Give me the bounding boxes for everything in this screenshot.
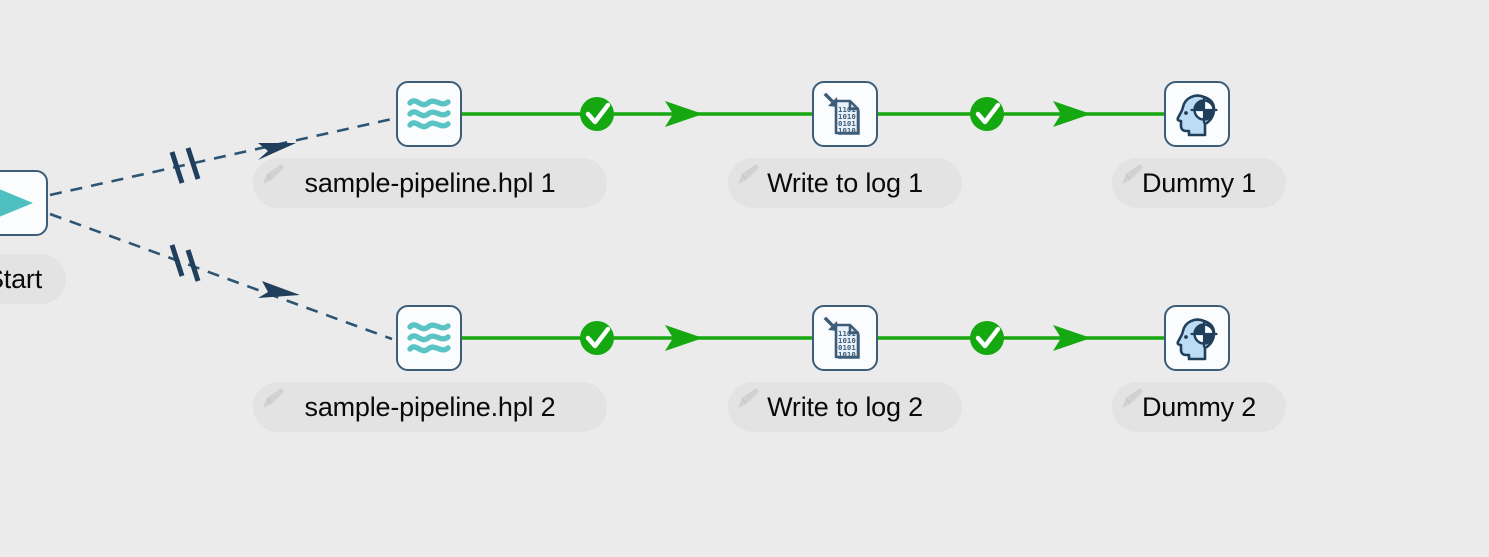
pipeline-waves-icon: [407, 322, 451, 354]
node-dummy-2[interactable]: [1164, 305, 1230, 371]
hop-arrowhead-icon: [1053, 325, 1091, 351]
hop-pipeline-2-to-write-log-2[interactable]: [462, 321, 812, 355]
label-write-to-log-2-text: Write to log 2: [767, 391, 923, 422]
svg-text:0101: 0101: [838, 343, 856, 352]
label-dummy-1-text: Dummy 1: [1141, 167, 1257, 198]
label-pipeline-2[interactable]: sample-pipeline.hpl 2: [253, 382, 607, 432]
node-pipeline-2[interactable]: [396, 305, 462, 371]
node-write-to-log-1[interactable]: 1101 1010 0101 1010: [812, 81, 878, 147]
unconditional-hop-marker-icon: [169, 147, 201, 184]
edit-pencil-icon: [263, 388, 284, 408]
label-start[interactable]: Start: [0, 254, 66, 304]
node-write-to-log-2[interactable]: 1101 1010 0101 1010: [812, 305, 878, 371]
svg-text:1010: 1010: [838, 336, 856, 345]
play-triangle-icon: [0, 189, 33, 217]
hop-status-success-icon: [970, 97, 1004, 131]
hop-status-success-icon: [970, 321, 1004, 355]
label-dummy-1[interactable]: Dummy 1: [1112, 158, 1286, 208]
edit-pencil-icon: [738, 388, 759, 408]
svg-text:1010: 1010: [838, 350, 856, 359]
node-pipeline-1[interactable]: [396, 81, 462, 147]
label-write-to-log-2[interactable]: Write to log 2: [728, 382, 962, 432]
hop-write-log-2-to-dummy-2[interactable]: [878, 321, 1164, 355]
label-pipeline-1-text: sample-pipeline.hpl 1: [304, 167, 556, 198]
hop-status-success-icon: [580, 321, 614, 355]
hop-start-to-pipeline-2[interactable]: [49, 212, 393, 341]
dummy-head-icon: [1176, 318, 1218, 361]
write-to-log-icon: 1101 1010 0101 1010: [823, 92, 860, 135]
node-start[interactable]: [0, 170, 48, 236]
svg-text:1101: 1101: [838, 329, 856, 338]
node-dummy-1[interactable]: [1164, 81, 1230, 147]
edit-pencil-icon: [263, 164, 284, 184]
edit-pencil-icon: [1122, 388, 1143, 408]
hop-write-log-1-to-dummy-1[interactable]: [878, 97, 1164, 131]
dummy-head-icon: [1176, 94, 1218, 137]
label-write-to-log-1[interactable]: Write to log 1: [728, 158, 962, 208]
hop-status-success-icon: [580, 97, 614, 131]
label-write-to-log-1-text: Write to log 1: [767, 167, 923, 198]
hop-arrowhead-icon: [258, 281, 300, 298]
label-dummy-2-text: Dummy 2: [1141, 391, 1257, 422]
edit-pencil-icon: [738, 164, 759, 184]
svg-text:0101: 0101: [838, 119, 856, 128]
hop-arrowhead-icon: [665, 325, 703, 351]
unconditional-hop-marker-icon: [169, 244, 201, 282]
label-pipeline-2-text: sample-pipeline.hpl 2: [304, 391, 556, 422]
hop-pipeline-1-to-write-log-1[interactable]: [462, 97, 812, 131]
pipeline-waves-icon: [407, 98, 451, 130]
hop-arrowhead-icon: [1053, 101, 1091, 127]
edit-pencil-icon: [1122, 164, 1143, 184]
label-start-text: Start: [0, 263, 43, 294]
label-dummy-2[interactable]: Dummy 2: [1112, 382, 1286, 432]
svg-text:1101: 1101: [838, 105, 856, 114]
svg-text:1010: 1010: [838, 126, 856, 135]
svg-text:1010: 1010: [838, 112, 856, 121]
label-pipeline-1[interactable]: sample-pipeline.hpl 1: [253, 158, 607, 208]
hop-arrowhead-icon: [665, 101, 703, 127]
write-to-log-icon: 1101 1010 0101 1010: [823, 316, 860, 359]
